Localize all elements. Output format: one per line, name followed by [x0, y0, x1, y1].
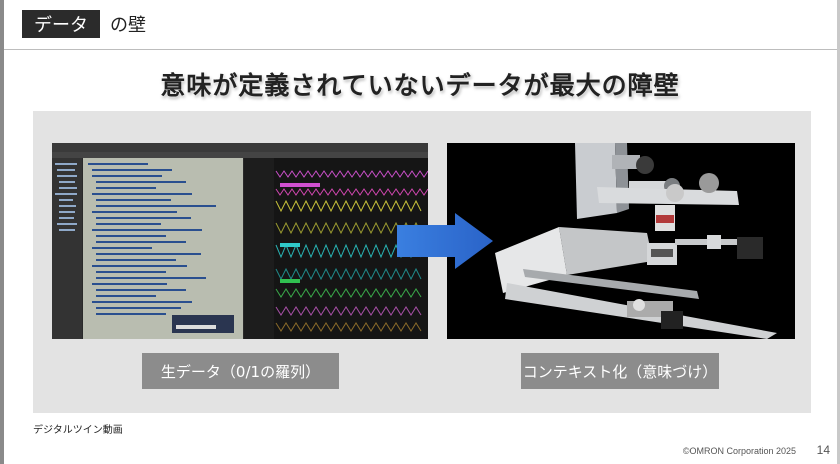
- raw-data-illustration: [52, 143, 428, 339]
- section-tag: データ: [22, 10, 100, 38]
- right-edge-bar: [837, 0, 840, 464]
- transform-arrow-icon: [397, 213, 493, 269]
- contextualized-label: コンテキスト化（意味づけ）: [521, 353, 719, 389]
- header-divider: [4, 49, 837, 50]
- digital-twin-illustration: [447, 143, 795, 339]
- raw-data-label: 生データ（0/1の羅列）: [142, 353, 339, 389]
- video-caption: デジタルツイン動画: [33, 425, 123, 436]
- slide-header: データ の壁: [22, 10, 146, 38]
- section-title-suffix: の壁: [110, 15, 146, 36]
- raw-data-screenshot: [52, 143, 428, 339]
- slide-headline: 意味が定義されていないデータが最大の障壁: [160, 71, 680, 100]
- page-number: 14: [816, 443, 830, 457]
- left-edge-bar: [0, 0, 4, 464]
- digital-twin-render: [447, 143, 795, 339]
- copyright-text: ©OMRON Corporation 2025: [682, 446, 796, 456]
